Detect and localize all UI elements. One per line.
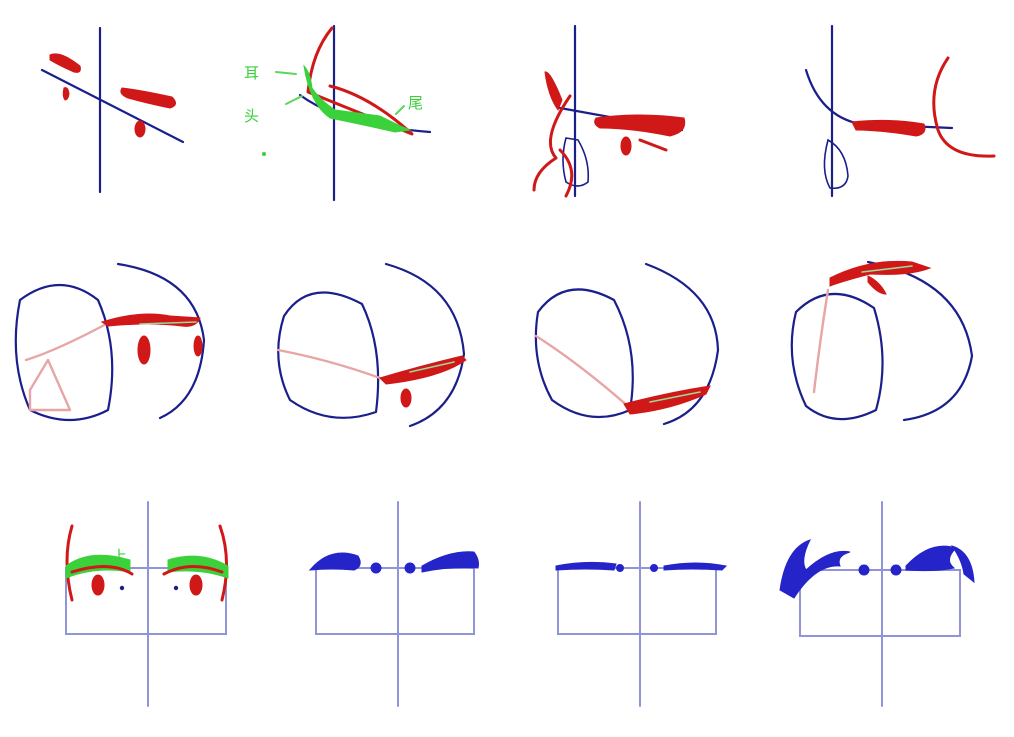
brow-line-guide [804, 68, 954, 130]
brow-stroke [623, 385, 711, 415]
brow-stroke [379, 355, 467, 385]
far-eye-mark [193, 335, 203, 357]
upper-lid-lines [70, 565, 224, 576]
pink-helper-line [812, 288, 830, 394]
eye-mark [620, 136, 632, 156]
panel-row1-side-profile [532, 24, 686, 198]
right-brow-tail [950, 545, 975, 584]
green-helper-line [409, 361, 455, 373]
face-edges [65, 524, 229, 602]
head-back-curve [116, 262, 206, 420]
green-helper-line [861, 265, 913, 273]
brow-stroke [851, 119, 926, 137]
panel-row1-three-quarter [804, 24, 996, 198]
tilted-guide-line [40, 68, 185, 144]
head-arrow [285, 95, 303, 105]
left-brow-stroke [49, 53, 81, 73]
pink-helper-lines [24, 316, 172, 412]
right-brow-head-dot [404, 562, 416, 574]
face-sphere [277, 291, 380, 419]
brow-stroke [594, 114, 686, 137]
stray-dot [262, 152, 266, 156]
eye-mark [400, 388, 412, 408]
brow-outline [306, 26, 414, 136]
panel-row2-head-left-turn [14, 262, 206, 422]
nose-outline [823, 138, 849, 190]
panel-row3-front-eye-guide: 上 [65, 501, 229, 707]
right-eye-mark [189, 574, 203, 596]
head-back-curve [644, 262, 720, 426]
head-annotation: 头 [244, 107, 259, 125]
left-eye-mark [91, 574, 105, 596]
left-pupil-dot [119, 585, 125, 591]
face-sphere [14, 283, 114, 422]
panel-row2-head-low-angle [534, 262, 720, 426]
left-eye-mark [62, 87, 70, 101]
brow-front-mark [544, 71, 563, 112]
lash-line [638, 138, 668, 152]
green-helper-line [139, 321, 197, 325]
panel-row3-brow-shape-c [779, 501, 975, 707]
pink-helper-line [276, 348, 382, 380]
right-eye-mark [134, 120, 146, 138]
panel-row3-brow-shape-a [308, 501, 479, 707]
panel-row1-eye-angle-cross [40, 26, 185, 194]
right-brow-shape [905, 545, 957, 572]
profile-curve [932, 56, 996, 158]
tail-annotation: 尾 [408, 94, 423, 112]
ear-arrow [275, 71, 297, 75]
nose-outline [562, 137, 590, 187]
profile-outline [532, 94, 574, 198]
face-sphere [790, 292, 884, 421]
left-brow-head-dot [858, 564, 870, 576]
brow-stroke [100, 313, 201, 327]
left-brow-shape [308, 552, 361, 571]
eye-box-guide [65, 567, 227, 635]
right-brow-shape [663, 562, 728, 571]
right-brow-head-dot [650, 564, 658, 572]
left-brow-head-dot [616, 564, 624, 572]
right-brow-shape [421, 551, 479, 573]
right-pupil-dot [173, 585, 179, 591]
left-brow-shape [779, 539, 851, 599]
head-back-curve [384, 262, 466, 428]
eye-box-guide [315, 567, 475, 635]
eye-box-guide [557, 567, 717, 635]
panel-row2-head-high-angle [790, 260, 974, 422]
right-brow-stroke [120, 87, 176, 109]
panel-row3-brow-shape-b [555, 501, 728, 707]
head-back-curve [866, 260, 974, 422]
up-annotation: 上 [112, 547, 127, 565]
pink-helper-line [534, 334, 632, 410]
eye-box-guide [799, 569, 961, 637]
ear-annotation: 耳 [244, 64, 259, 82]
brow-accent [867, 275, 887, 295]
right-brow-head-dot [890, 564, 902, 576]
brow-stroke [829, 260, 932, 287]
brow-fill-green [303, 64, 412, 133]
left-brow-shape [555, 561, 617, 571]
brow-head-dot [325, 107, 335, 117]
tail-arrow [395, 105, 405, 115]
panel-row1-brow-head-tail: 耳 头 尾 [244, 24, 432, 202]
eye-mark [137, 335, 151, 365]
panel-row2-head-down-turn [276, 262, 467, 428]
green-helper-line [649, 391, 701, 403]
left-brow-head-dot [370, 562, 382, 574]
